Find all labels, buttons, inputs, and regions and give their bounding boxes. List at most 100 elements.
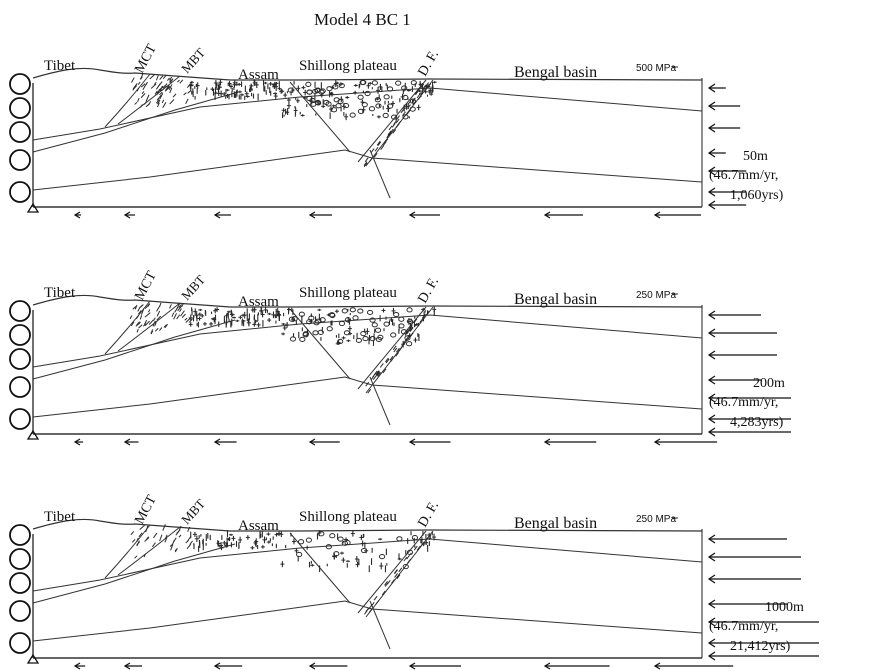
- stress-scale: 250 MPa: [636, 514, 676, 525]
- stress-mark: [155, 75, 159, 81]
- arrowhead: [213, 662, 221, 670]
- stress-mark: [134, 555, 138, 559]
- stress-mark: [427, 83, 432, 88]
- label-mct: MCT: [132, 269, 160, 303]
- stress-mark: [371, 322, 378, 328]
- label-mbt: MBT: [178, 496, 208, 527]
- stress-mark: [403, 338, 407, 344]
- roller-supports: [9, 300, 40, 440]
- stress-mark: [414, 89, 419, 95]
- stress-mark: [156, 99, 161, 105]
- stress-mark: [343, 330, 351, 336]
- stress-mark: [402, 563, 409, 570]
- stress-mark: [185, 317, 192, 323]
- stress-mark: [373, 152, 378, 158]
- stress-mark: [413, 545, 418, 551]
- model-mesh: [32, 294, 703, 435]
- stress-mark: [386, 86, 394, 92]
- stress-mark: [406, 549, 414, 555]
- stress-mark: [184, 317, 188, 321]
- stress-mark: [364, 90, 371, 97]
- arrowhead: [653, 662, 661, 670]
- stress-mark: [375, 600, 380, 605]
- stress-mark: [368, 608, 373, 613]
- stress-mark: [400, 108, 405, 114]
- stress-mark: [366, 309, 374, 316]
- stress-mark: [405, 335, 410, 341]
- label-mct: MCT: [132, 42, 160, 76]
- stress-mark: [369, 157, 373, 162]
- arrowhead: [308, 438, 316, 446]
- stress-mark: [148, 319, 154, 325]
- stress-mark: [156, 310, 161, 317]
- stress-mark: [150, 83, 157, 89]
- stress-mark: [139, 315, 143, 320]
- stress-mark: [379, 363, 384, 368]
- displacement-label: 1000m: [765, 600, 804, 615]
- arrowhead: [707, 552, 716, 562]
- stress-mark: [136, 540, 140, 547]
- stress-mark: [388, 125, 393, 131]
- arrowhead: [73, 438, 81, 446]
- stress-mark: [138, 532, 143, 538]
- boundary-arrows: [73, 83, 747, 219]
- stress-mark: [359, 79, 366, 86]
- stress-mark: [136, 87, 140, 92]
- displacement-label: 200m: [753, 376, 785, 391]
- roller-support: [9, 348, 31, 370]
- stress-mark: [137, 81, 141, 86]
- stress-mark: [287, 87, 294, 93]
- stress-mark: [409, 106, 416, 112]
- stress-mark: [409, 332, 414, 338]
- dawki-fault-deep: [369, 600, 391, 650]
- stress-mark: [134, 304, 138, 310]
- stress-mark: [355, 337, 362, 344]
- arrowhead: [707, 187, 716, 197]
- stress-mark: [349, 307, 356, 313]
- roller-support: [9, 572, 31, 594]
- stress-mark: [169, 99, 175, 105]
- stress-mark: [385, 357, 389, 363]
- stress-mark: [371, 80, 378, 86]
- stress-mark: [384, 582, 389, 587]
- stress-mark: [140, 83, 146, 88]
- model-panel-3: Tibet MCT MBT Assam Shillong plateau D. …: [9, 493, 819, 670]
- dawki-fault-deep: [369, 149, 391, 199]
- stress-mark: [383, 321, 390, 327]
- stress-mark: [365, 381, 370, 387]
- stress-mark: [392, 129, 397, 134]
- stress-mark: [373, 370, 378, 376]
- stress-mark: [384, 581, 388, 586]
- stress-mark: [406, 110, 411, 115]
- stress-mark: [382, 368, 387, 374]
- stress-mark: [145, 94, 150, 102]
- stress-mark: [363, 162, 368, 168]
- stress-mark: [389, 355, 394, 361]
- stress-mark: [424, 87, 429, 92]
- stress-mark: [159, 302, 162, 307]
- boundary-arrows: [73, 534, 819, 670]
- stress-mark: [312, 330, 319, 336]
- stress-mark: [142, 84, 147, 91]
- stress-mark: [164, 534, 168, 539]
- stress-mark: [159, 327, 163, 331]
- stress-mark: [138, 324, 143, 329]
- stress-mark: [175, 531, 180, 536]
- stress-mark: [395, 118, 400, 124]
- stress-mark: [137, 97, 140, 102]
- stress-mark: [153, 81, 157, 86]
- label-bengal: Bengal basin: [514, 64, 597, 81]
- stress-mark: [136, 321, 140, 326]
- dawki-fault-b: [357, 79, 427, 163]
- stress-mark: [145, 525, 149, 533]
- stress-mark: [419, 543, 423, 549]
- lower-crust-boundary: [32, 600, 703, 642]
- model-panel-1: Tibet MCT MBT Assam Shillong plateau D. …: [9, 42, 784, 219]
- stress-mark: [152, 317, 156, 322]
- arrowhead: [543, 438, 551, 446]
- stress-mark: [361, 102, 368, 108]
- stress-field: [131, 66, 678, 168]
- arrowhead: [707, 123, 716, 133]
- stress-mark: [140, 93, 146, 99]
